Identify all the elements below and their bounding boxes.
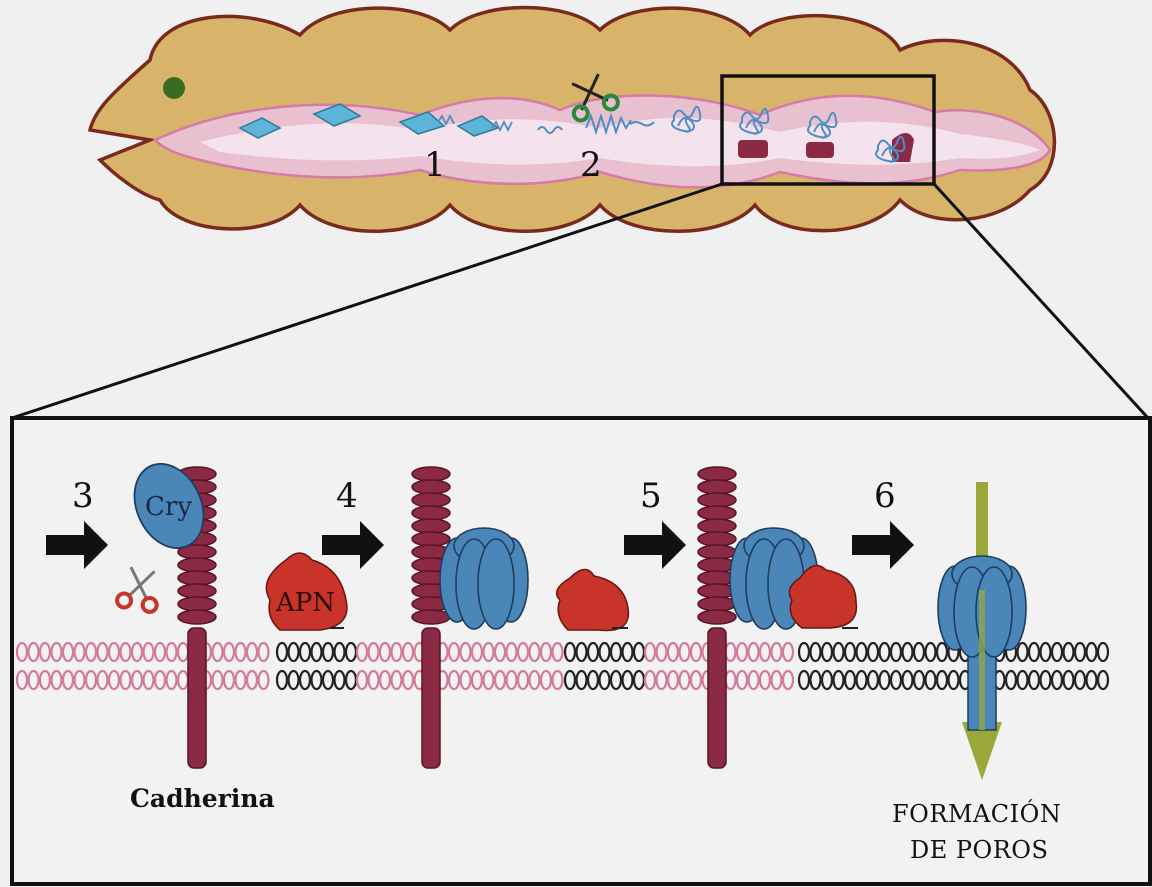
cadherin-domain (698, 545, 736, 559)
cadherin-domain (412, 493, 450, 507)
step-1-label: 1 (424, 145, 446, 185)
cadherin-domain (698, 480, 736, 494)
cadherin-domain (698, 467, 736, 481)
cadherin-domain (698, 506, 736, 520)
cadherin-domain (178, 597, 216, 611)
step-3-label: 3 (72, 476, 94, 516)
step-2-label: 2 (580, 145, 602, 185)
step-4-label: 4 (336, 476, 358, 516)
larva: 1 2 (90, 8, 1054, 232)
cadherin-domain (698, 610, 736, 624)
cadherin-domain (178, 558, 216, 572)
pore-formation-label-line1: FORMACIÓN (892, 799, 1061, 828)
cadherin-domain (698, 532, 736, 546)
cadherin-domain (412, 467, 450, 481)
step-5-label: 5 (640, 476, 662, 516)
cadherin-domain (698, 597, 736, 611)
larva-eye (163, 77, 185, 99)
gut-lumen (200, 118, 1040, 166)
cry-oligomer-1 (440, 528, 528, 629)
pore-formation-label-line2: DE POROS (910, 836, 1048, 864)
cadherin-domain (412, 532, 450, 546)
cadherin-domain (412, 519, 450, 533)
cadherin-domain (698, 493, 736, 507)
cry-label: Cry (145, 492, 192, 522)
step-6-label: 6 (874, 476, 896, 516)
cadherin-domain (178, 610, 216, 624)
cadherin-label: Cadherina (130, 784, 275, 813)
cadherin-domain (412, 480, 450, 494)
cadherin-domain (698, 519, 736, 533)
cadherin-domain (412, 506, 450, 520)
cadherin-domain (412, 610, 450, 624)
cadherin-domain (178, 571, 216, 585)
cadherin-domain (178, 584, 216, 598)
apn-label: APN (275, 588, 335, 618)
zoom-line-right (934, 184, 1148, 418)
